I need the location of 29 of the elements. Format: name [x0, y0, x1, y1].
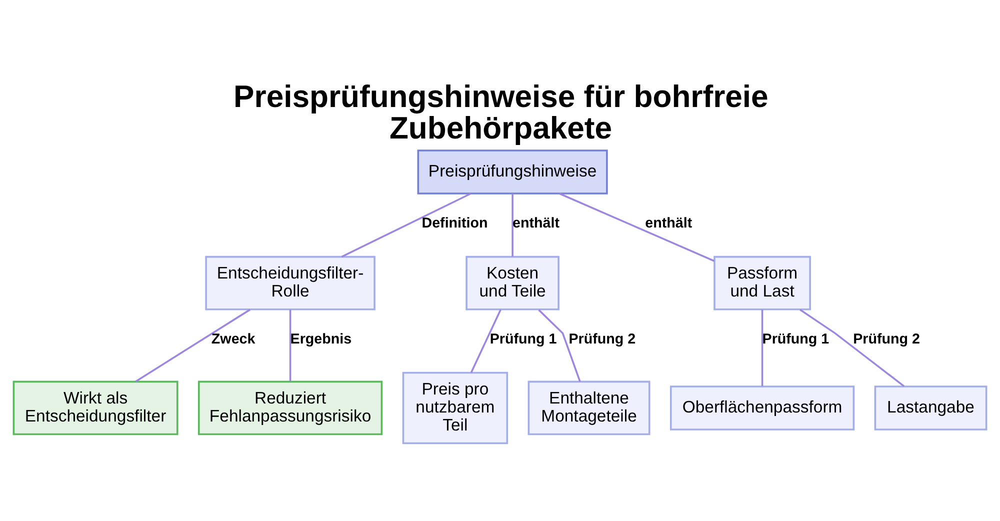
edge-label: Zweck — [211, 331, 256, 348]
node-box: Preisprüfungshinweise — [417, 149, 608, 194]
node-box: Passform und Last — [714, 255, 811, 310]
node-box: Wirkt als Entscheidungsfilter — [12, 380, 178, 435]
node-box: Reduziert Fehlanpassungsrisiko — [198, 380, 383, 435]
connector — [135, 308, 250, 382]
edge-label: Prüfung 1 — [762, 331, 830, 348]
diagram-title: Preisprüfungshinweise für bohrfreie Zubehörpakete — [234, 78, 768, 145]
node-box: Preis pro nutzbarem Teil — [402, 371, 508, 444]
connector — [538, 308, 581, 382]
node-box: Enthaltene Montageteile — [528, 380, 650, 435]
node-box: Oberflächenpassform — [670, 385, 855, 430]
connector — [470, 308, 502, 372]
connector — [512, 193, 514, 256]
node-box: Kosten und Teile — [466, 255, 560, 310]
edge-label: Ergebnis — [290, 331, 352, 348]
connector — [559, 192, 715, 262]
edge-label: Prüfung 1 — [490, 331, 557, 348]
edge-label: Prüfung 2 — [853, 331, 920, 348]
edge-label: Definition — [422, 215, 488, 232]
node-box: Lastangabe — [874, 385, 988, 430]
connector — [289, 309, 292, 381]
edge-label: enthält — [645, 215, 692, 232]
edge-label: Prüfung 2 — [568, 331, 636, 348]
connector — [761, 309, 764, 386]
connector — [800, 308, 905, 387]
node-box: Entscheidungsfilter-Rolle — [205, 255, 376, 310]
edge-label: enthält — [512, 215, 560, 232]
connector — [341, 192, 472, 258]
